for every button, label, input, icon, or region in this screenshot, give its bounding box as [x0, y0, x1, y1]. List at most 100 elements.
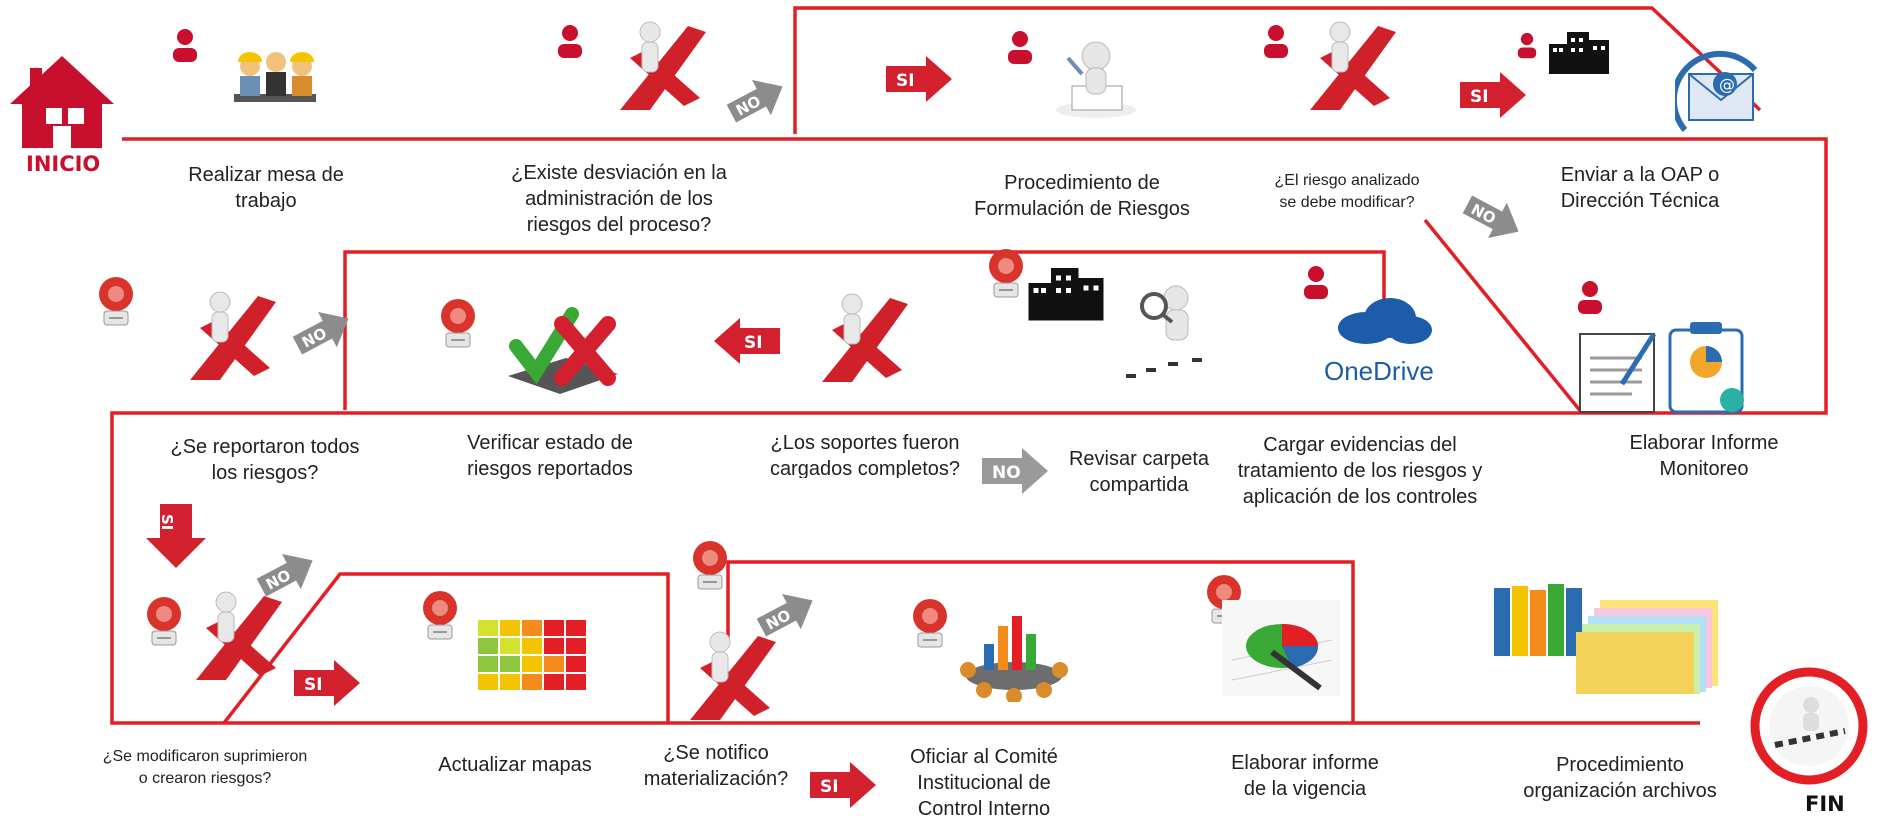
crossroads-decision-icon[interactable]: [186, 588, 286, 689]
label-line: Procedimiento de: [1004, 172, 1160, 194]
label-line: compartida: [1089, 474, 1189, 496]
label-line: Oficiar al Comité: [910, 746, 1058, 768]
thinking-person-icon[interactable]: [1048, 34, 1144, 125]
alarm-icon: [690, 540, 730, 597]
step-label-formulacion: Procedimiento de Formulación de Riesgos: [972, 170, 1192, 222]
no-arrow: NO: [1462, 192, 1524, 249]
buildings-icon: [1026, 260, 1106, 331]
svg-text:SI: SI: [1470, 87, 1489, 107]
si-arrow-right: SI: [810, 762, 876, 813]
label-line: Institucional de: [917, 772, 1051, 794]
house-icon: [6, 52, 118, 152]
si-arrow-right: SI: [1460, 72, 1526, 123]
flow-box-mapas: [222, 572, 670, 725]
label-line: Enviar a la OAP o: [1560, 164, 1720, 186]
crossroads-decision-icon[interactable]: [180, 288, 280, 389]
archive-folders-icon[interactable]: [1490, 578, 1726, 701]
label-line: Realizar mesa de: [188, 164, 344, 186]
label-line: ¿Se modificaron suprimieron: [102, 748, 308, 765]
step-label-reportaron: ¿Se reportaron todos los riesgos?: [160, 434, 370, 486]
label-line: Procedimiento: [1556, 754, 1684, 776]
no-arrow: NO: [256, 548, 318, 605]
email-icon[interactable]: @: [1670, 50, 1767, 145]
label-line: Elaborar informe: [1231, 752, 1379, 774]
step-label-vigencia: Elaborar informe de la vigencia: [1220, 750, 1390, 802]
buildings-icon: [1547, 30, 1611, 79]
step-label-oap: Enviar a la OAP o Dirección Técnica: [1540, 162, 1740, 214]
person-icon: [557, 24, 583, 65]
person-icon: [1517, 32, 1537, 65]
end-target-icon[interactable]: [1745, 667, 1873, 785]
step-label-monitoreo: Elaborar Informe Monitoreo: [1614, 430, 1794, 482]
si-arrow-right: SI: [294, 660, 360, 711]
alarm-icon: [986, 248, 1026, 305]
flow-box-comite: [726, 560, 1355, 723]
svg-text:SI: SI: [820, 777, 839, 797]
label-line: Control Interno: [917, 798, 1051, 820]
label-line: Revisar carpeta: [1068, 448, 1210, 470]
step-label-soportes: ¿Los soportes fueron cargados completos?: [760, 430, 970, 478]
flow-box-verificar: [343, 250, 1386, 410]
si-arrow-left: SI: [714, 318, 780, 369]
crossroads-decision-icon[interactable]: [1300, 18, 1400, 119]
label-line: Verificar estado de: [467, 432, 633, 454]
alarm-icon: [420, 590, 460, 647]
crossroads-decision-icon[interactable]: [610, 18, 710, 119]
crossroads-decision-icon[interactable]: [812, 290, 912, 391]
svg-text:SI: SI: [304, 675, 323, 695]
step-label-archivos: Procedimiento organización archivos: [1520, 752, 1720, 804]
label-line: ¿Se reportaron todos: [170, 436, 360, 458]
label-line: Cargar evidencias del: [1263, 434, 1457, 456]
step-label-verificar: Verificar estado de riesgos reportados: [450, 430, 650, 480]
pie-analysis-icon[interactable]: [1222, 600, 1340, 701]
risk-matrix-icon[interactable]: [464, 600, 592, 707]
no-arrow: NO: [756, 588, 818, 645]
label-line: ¿Los soportes fueron: [770, 432, 960, 454]
person-icon: [172, 28, 198, 69]
magnifier-search-icon[interactable]: [1116, 276, 1228, 389]
crossroads-decision-icon[interactable]: [680, 628, 780, 729]
label-line: cargados completos?: [769, 458, 961, 478]
label-line: se debe modificar?: [1279, 194, 1415, 211]
step-label-materializacion: ¿Se notifico materialización?: [636, 740, 796, 792]
label-line: aplicación de los controles: [1242, 486, 1478, 508]
label-line: Monitoreo: [1659, 458, 1749, 480]
step-label-mesa: Realizar mesa de trabajo: [176, 162, 356, 214]
no-arrow: NO: [726, 74, 788, 131]
flow-line-right: [1423, 137, 1828, 415]
label-line: riesgos reportados: [467, 458, 633, 480]
label-line: ¿Se notifico: [663, 742, 769, 764]
step-label-comite: Oficiar al Comité Institucional de Contr…: [884, 744, 1084, 822]
person-icon: [1303, 265, 1329, 306]
svg-text:SI: SI: [744, 333, 763, 353]
label-line: trabajo: [235, 190, 297, 212]
label-line: Formulación de Riesgos: [974, 198, 1190, 220]
svg-text:@: @: [1719, 75, 1735, 94]
label-line: los riesgos?: [211, 462, 319, 484]
svg-text:SI: SI: [896, 71, 915, 91]
no-arrow: NO: [292, 306, 354, 363]
report-document-icon[interactable]: [1572, 314, 1752, 419]
alarm-icon: [96, 276, 136, 333]
label-line: de la vigencia: [1243, 778, 1367, 800]
step-label-modificar: ¿El riesgo analizado se debe modificar?: [1262, 170, 1432, 214]
svg-text:SI: SI: [158, 514, 176, 530]
check-cross-icon[interactable]: [500, 296, 620, 401]
svg-text:NO: NO: [992, 463, 1021, 483]
alarm-icon: [910, 598, 950, 655]
label-line: riesgos del proceso?: [526, 214, 712, 236]
person-icon: [1007, 30, 1033, 71]
si-arrow-down: SI: [146, 504, 206, 573]
label-line: tratamiento de los riesgos y: [1237, 460, 1483, 482]
label-line: o crearon riesgos?: [138, 770, 272, 787]
team-meeting-icon[interactable]: [226, 46, 324, 123]
end-label: FIN: [1805, 792, 1845, 816]
label-line: organización archivos: [1523, 780, 1717, 802]
onedrive-cloud-icon[interactable]: [1326, 294, 1436, 351]
alarm-icon: [144, 596, 184, 653]
step-label-evidencias: Cargar evidencias del tratamiento de los…: [1230, 432, 1490, 510]
committee-meeting-icon[interactable]: [954, 606, 1074, 707]
no-arrow: NO: [982, 448, 1048, 499]
step-label-mapas: Actualizar mapas: [430, 752, 600, 778]
